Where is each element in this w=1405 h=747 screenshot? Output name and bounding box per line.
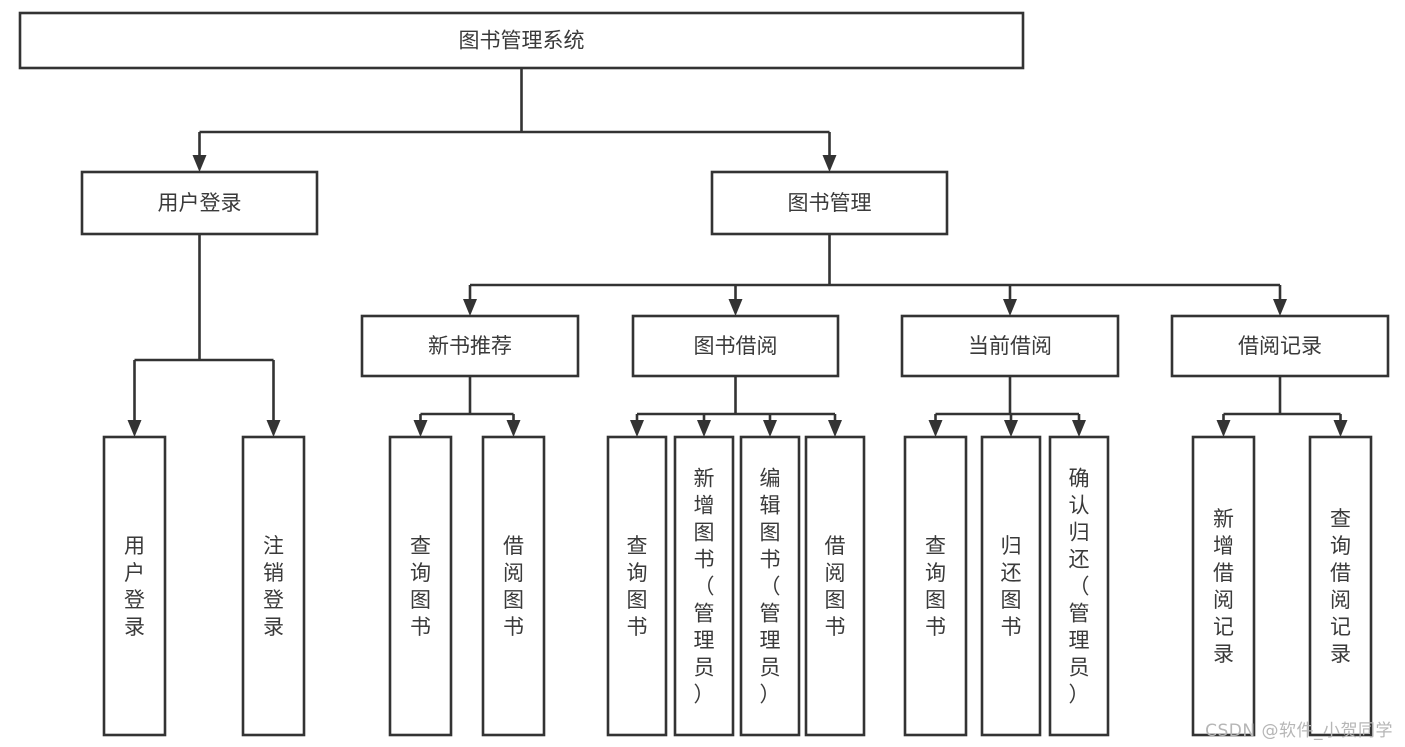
connector-group-new-book-recommend [413,376,521,437]
arrow-head-icon [697,420,711,437]
connector-group-current-borrow [928,376,1086,437]
arrow-head-icon [192,155,207,172]
node-leaf-add-book[interactable]: 新增图书（管理员） [673,435,735,737]
node-root[interactable]: 图书管理系统 [18,11,1025,70]
arrow-head-icon [630,420,644,437]
node-box-leaf-confirm-return [1048,435,1110,737]
node-box-leaf-return-book [980,435,1042,737]
node-box-current-borrow [900,314,1120,378]
node-user-login[interactable]: 用户登录 [80,170,319,236]
node-leaf-return-book[interactable]: 归还图书 [980,435,1042,737]
arrow-head-icon [463,299,477,316]
node-box-leaf-edit-book [739,435,801,737]
node-leaf-add-record[interactable]: 新增借阅记录 [1191,435,1256,737]
connector-group-book-manage [463,234,1287,316]
arrow-head-icon [1216,420,1231,437]
node-leaf-borrow-book-1[interactable]: 借阅图书 [481,435,546,737]
node-box-leaf-query-record [1308,435,1373,737]
node-label-leaf-query-book-2: 查询图书 [627,534,648,639]
node-label-leaf-user-login: 用户登录 [124,534,145,639]
node-box-leaf-query-book-1 [388,435,453,737]
node-label-leaf-add-record: 新增借阅记录 [1213,507,1234,666]
arrow-head-icon [1004,420,1018,437]
node-box-leaf-user-login [102,435,167,737]
connector-group-user-login [127,234,281,437]
arrow-head-icon [1072,420,1086,437]
node-box-leaf-query-book-3 [903,435,968,737]
node-borrow-record[interactable]: 借阅记录 [1170,314,1390,378]
node-box-leaf-add-book [673,435,735,737]
node-box-book-borrow [631,314,840,378]
node-label-leaf-return-book: 归还图书 [1001,534,1022,639]
node-leaf-query-book-2[interactable]: 查询图书 [606,435,668,737]
node-label-leaf-borrow-book-2: 借阅图书 [825,534,846,639]
node-label-leaf-edit-book: 编辑图书（管理员） [760,467,781,707]
node-label-book-borrow: 图书借阅 [694,334,778,358]
node-label-leaf-query-record: 查询借阅记录 [1330,507,1351,666]
node-label-book-manage: 图书管理 [788,191,872,215]
node-label-new-book-recommend: 新书推荐 [428,334,512,358]
node-leaf-user-login[interactable]: 用户登录 [102,435,167,737]
node-leaf-confirm-return[interactable]: 确认归还（管理员） [1048,435,1110,737]
node-label-borrow-record: 借阅记录 [1238,334,1322,358]
arrow-head-icon [763,420,777,437]
connector-group-book-borrow [630,376,842,437]
node-leaf-borrow-book-2[interactable]: 借阅图书 [804,435,866,737]
node-leaf-query-book-3[interactable]: 查询图书 [903,435,968,737]
arrow-head-icon [728,299,743,316]
arrow-head-icon [266,420,281,437]
node-label-leaf-confirm-return: 确认归还（管理员） [1069,467,1090,707]
node-label-leaf-add-book: 新增图书（管理员） [694,467,715,707]
arrow-head-icon [1333,420,1348,437]
node-leaf-edit-book[interactable]: 编辑图书（管理员） [739,435,801,737]
node-label-root: 图书管理系统 [459,29,585,53]
node-label-leaf-logout: 注销登录 [263,534,284,639]
node-label-current-borrow: 当前借阅 [968,334,1052,358]
node-leaf-query-record[interactable]: 查询借阅记录 [1308,435,1373,737]
node-label-user-login: 用户登录 [158,191,242,215]
node-box-new-book-recommend [360,314,580,378]
connector-group-root [192,68,837,172]
connector-lines [127,68,1348,437]
arrow-head-icon [506,420,521,437]
node-box-book-manage [710,170,949,236]
node-box-borrow-record [1170,314,1390,378]
node-box-leaf-query-book-2 [606,435,668,737]
node-label-leaf-query-book-3: 查询图书 [925,534,946,639]
arrow-head-icon [928,420,943,437]
node-box-user-login [80,170,319,236]
connector-group-borrow-record [1216,376,1348,437]
node-leaf-logout[interactable]: 注销登录 [241,435,306,737]
arrow-head-icon [1273,299,1287,316]
node-book-borrow[interactable]: 图书借阅 [631,314,840,378]
node-label-leaf-query-book-1: 查询图书 [410,534,431,639]
diagram-nodes: 图书管理系统用户登录图书管理新书推荐图书借阅当前借阅借阅记录用户登录注销登录查询… [18,11,1390,737]
node-box-leaf-add-record [1191,435,1256,737]
node-label-leaf-borrow-book-1: 借阅图书 [503,534,524,639]
arrow-head-icon [828,420,842,437]
node-current-borrow[interactable]: 当前借阅 [900,314,1120,378]
node-leaf-query-book-1[interactable]: 查询图书 [388,435,453,737]
arrow-head-icon [1003,299,1017,316]
node-box-leaf-logout [241,435,306,737]
node-box-leaf-borrow-book-1 [481,435,546,737]
arrow-head-icon [413,420,428,437]
node-new-book-recommend[interactable]: 新书推荐 [360,314,580,378]
node-book-manage[interactable]: 图书管理 [710,170,949,236]
node-box-leaf-borrow-book-2 [804,435,866,737]
node-box-root [18,11,1025,70]
arrow-head-icon [822,155,837,172]
arrow-head-icon [127,420,142,437]
